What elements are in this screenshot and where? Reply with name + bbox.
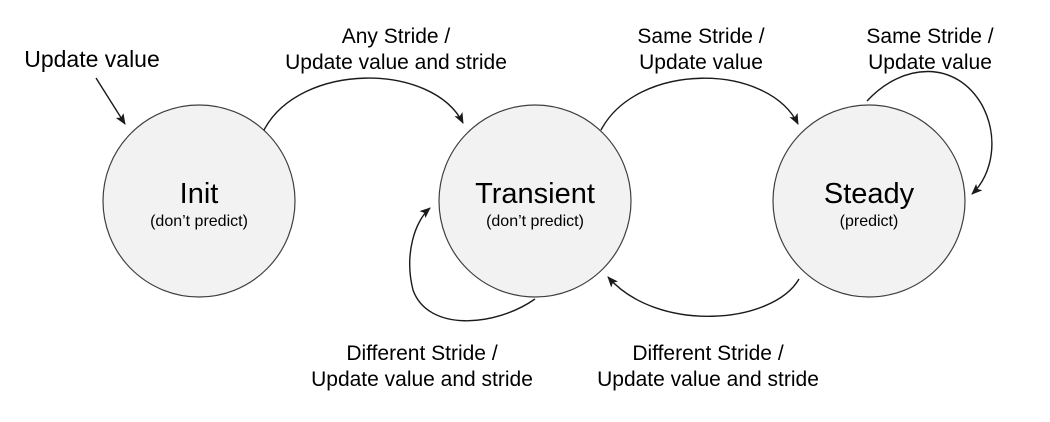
state-subtitle: (don’t predict): [486, 213, 584, 230]
label-line: Any Stride /: [341, 25, 451, 48]
label-line: Same Stride /: [637, 25, 765, 48]
label-line: Update value and stride: [285, 51, 507, 74]
state-name: Transient: [475, 178, 595, 210]
state-subtitle: (don’t predict): [150, 213, 248, 230]
arrow-steady-to-transient: [607, 276, 800, 317]
state-steady-label: Steady (predict): [824, 176, 914, 232]
label-transient-self-loop: Different Stride / Update value and stri…: [311, 341, 533, 393]
state-subtitle: (predict): [839, 213, 899, 230]
label-line: Update value and stride: [597, 368, 819, 391]
label-steady-self-loop: Same Stride / Update value: [866, 24, 993, 76]
state-name: Steady: [823, 178, 915, 210]
arrow-steady-self-loop: [866, 70, 993, 195]
arrow-transient-to-steady: [600, 77, 799, 131]
label-line: Update value and stride: [311, 368, 533, 391]
label-init-to-transient: Any Stride / Update value and stride: [285, 24, 507, 76]
arrow-transient-self-loop: [409, 207, 536, 322]
state-transient-label: Transient (don’t predict): [475, 176, 595, 232]
label-line: Different Stride /: [632, 342, 784, 365]
label-transient-to-steady: Same Stride / Update value: [637, 24, 764, 76]
state-init-circle: [102, 104, 296, 298]
state-name: Init: [179, 178, 219, 210]
label-line: Different Stride /: [346, 342, 498, 365]
label-line: Update value: [868, 51, 992, 74]
entry-arrow: [95, 77, 126, 125]
state-transient-circle: [438, 104, 632, 298]
label-steady-to-transient: Different Stride / Update value and stri…: [597, 341, 819, 393]
label-line: Update value: [639, 51, 763, 74]
label-line: Same Stride /: [866, 25, 994, 48]
state-steady-circle: [772, 104, 966, 298]
arrow-init-to-transient: [263, 77, 464, 131]
entry-label: Update value: [24, 46, 160, 72]
state-init-label: Init (don’t predict): [150, 176, 248, 232]
